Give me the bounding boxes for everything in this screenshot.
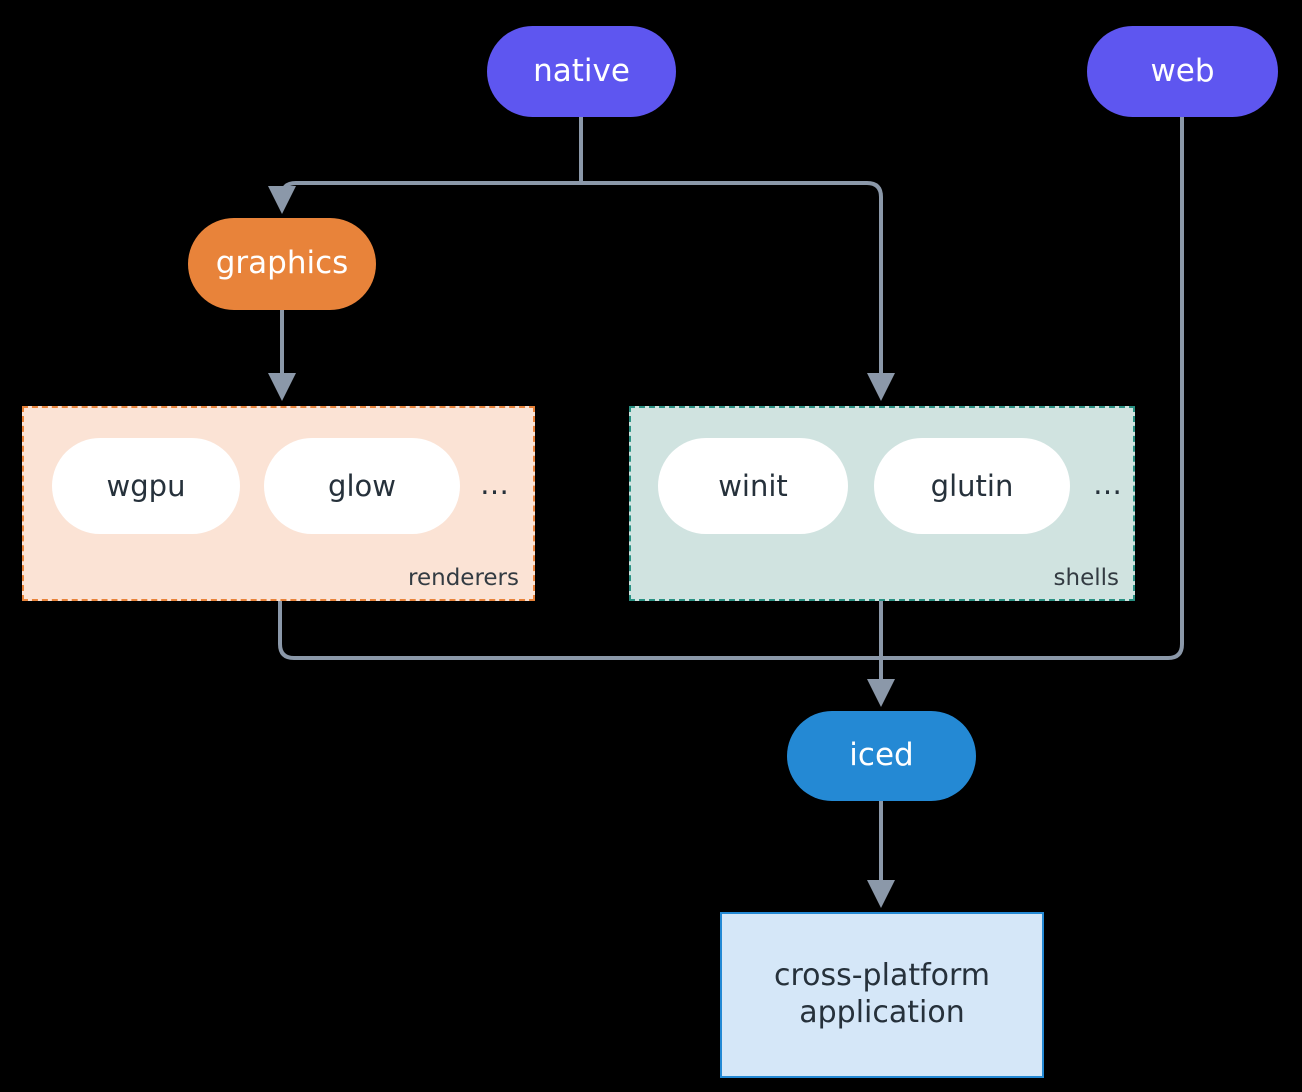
- cluster-shells[interactable]: winit glutin … shells: [629, 406, 1135, 601]
- cluster-shells-label: shells: [1053, 565, 1119, 591]
- application-label-line1: cross-platform: [773, 958, 991, 994]
- node-web[interactable]: web: [1087, 26, 1278, 117]
- cluster-renderers[interactable]: wgpu glow … renderers: [22, 406, 535, 601]
- node-cross-platform-application[interactable]: cross-platform application: [720, 912, 1044, 1078]
- node-iced-label: iced: [849, 737, 914, 774]
- cluster-item-wgpu-label: wgpu: [106, 469, 186, 503]
- node-web-label: web: [1150, 52, 1215, 89]
- renderers-overflow-ellipsis: …: [480, 467, 509, 501]
- cluster-item-glow-label: glow: [328, 469, 396, 503]
- cluster-item-glow[interactable]: glow: [264, 438, 460, 534]
- node-graphics[interactable]: graphics: [188, 218, 376, 310]
- cluster-item-glutin[interactable]: glutin: [874, 438, 1070, 534]
- cluster-item-winit-label: winit: [718, 469, 788, 503]
- node-native-label: native: [533, 52, 630, 89]
- application-label-line2: application: [799, 995, 965, 1030]
- shells-overflow-ellipsis: …: [1093, 467, 1122, 501]
- cluster-item-winit[interactable]: winit: [658, 438, 848, 534]
- edge-native-to-graphics: [268, 181, 581, 214]
- node-native[interactable]: native: [487, 26, 676, 117]
- edge-renderers-to-iced: [278, 601, 881, 660]
- cluster-renderers-label: renderers: [408, 565, 519, 591]
- cluster-item-wgpu[interactable]: wgpu: [52, 438, 240, 534]
- edge-native-to-shells: [581, 181, 895, 401]
- node-iced[interactable]: iced: [787, 711, 976, 801]
- cluster-item-glutin-label: glutin: [930, 469, 1014, 503]
- node-graphics-label: graphics: [215, 245, 349, 282]
